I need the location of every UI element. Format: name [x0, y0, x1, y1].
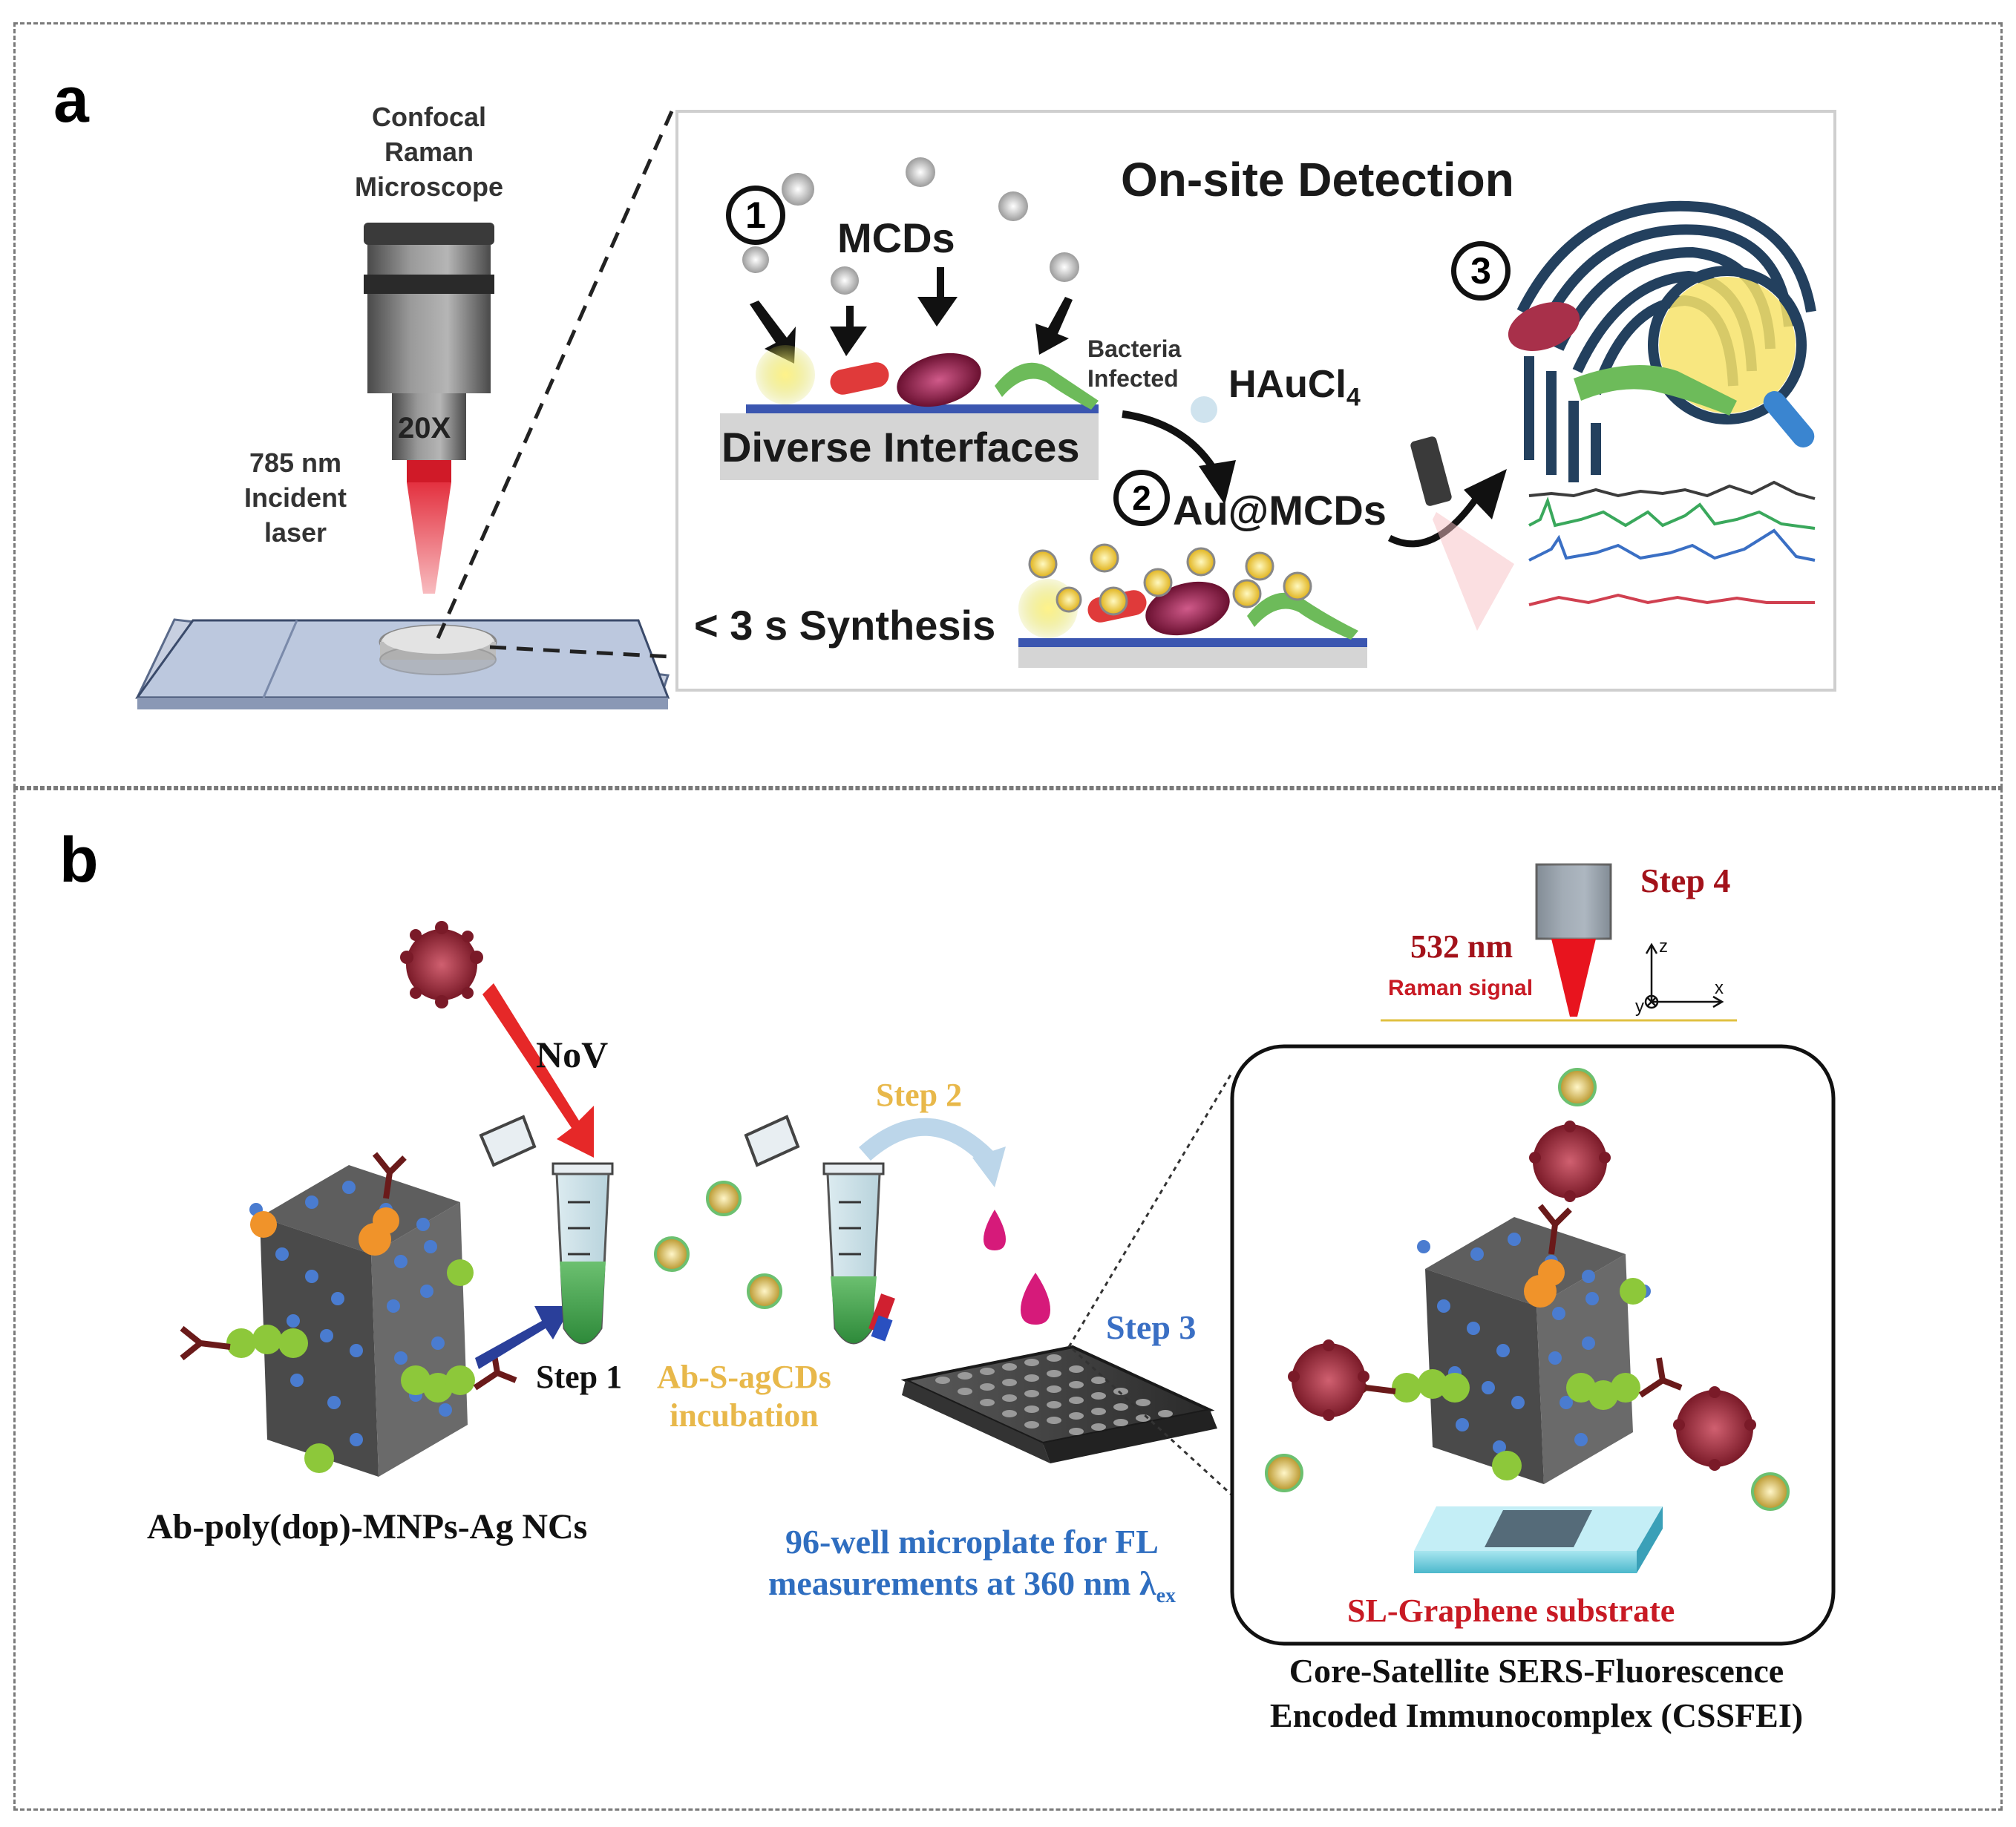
magnetic-cube-left — [180, 1152, 517, 1477]
axis-x-label: x — [1715, 978, 1724, 998]
step3-marker-number: 3 — [1470, 250, 1491, 292]
microscope-title-line: Microscope — [355, 171, 504, 202]
raman-objective-step4 — [1381, 863, 1737, 1022]
incubation-label: Ab-S-agCDs incubation — [657, 1358, 831, 1435]
tube-step1 — [479, 1115, 614, 1345]
step4-label: Step 4 — [1640, 862, 1731, 899]
raman-spectra — [1528, 480, 1816, 606]
step2-label: Step 2 — [876, 1077, 963, 1113]
hauc-text: HAuCl — [1228, 363, 1346, 406]
au-mcd-particles — [1018, 543, 1358, 640]
step1-marker-number: 1 — [745, 194, 766, 236]
ab-s-agcds-satellites — [654, 1181, 782, 1309]
au-mcds-label: Au@MCDs — [1173, 487, 1387, 534]
tube-step2 — [744, 1115, 895, 1345]
microplate-caption-subscript: ex — [1156, 1584, 1176, 1608]
diverse-interfaces-label: Diverse Interfaces — [721, 424, 1080, 470]
hauc-subscript: 4 — [1346, 383, 1361, 412]
synthesis-label: < 3 s Synthesis — [694, 602, 996, 649]
bacteria-label: Bacteria Infected — [1087, 334, 1181, 393]
microplate-caption-text: measurements at 360 nm λ — [768, 1564, 1156, 1602]
panel-a — [13, 22, 2003, 788]
laser-label-line: 785 nm — [249, 447, 342, 478]
microplate-caption-line: measurements at 360 nm λex — [768, 1563, 1176, 1617]
laser-label: 785 nm Incident laser — [236, 445, 355, 550]
microscope-title: Confocal Raman Microscope — [355, 99, 503, 204]
panel-b-label: b — [59, 824, 99, 896]
laser-label-line: Incident — [243, 482, 347, 513]
incubation-label-line: Ab-S-agCDs — [657, 1359, 831, 1395]
coordinate-axes — [1644, 942, 1724, 1009]
raman-signal-label: Raman signal — [1388, 976, 1534, 1000]
laser-label-line: laser — [264, 517, 327, 548]
objective-magnification: 20X — [398, 412, 451, 445]
incubation-label-line: incubation — [670, 1397, 819, 1434]
bacteria-label-line: Infected — [1087, 365, 1179, 392]
cssfei-caption-line: Core-Satellite SERS-Fluorescence — [1289, 1652, 1784, 1690]
captured-noroviruses — [1288, 1121, 1756, 1471]
cssfei-caption-line: Encoded Immunocomplex (CSSFEI) — [1269, 1696, 1804, 1734]
norovirus-particle — [400, 921, 483, 1008]
magnetic-cube-right — [1345, 1204, 1683, 1484]
laser-wavelength: 532 nm — [1410, 928, 1513, 965]
panel-a-label: a — [53, 65, 89, 136]
glass-slide — [135, 618, 670, 709]
microplate-caption: 96-well microplate for FL measurements a… — [768, 1521, 1176, 1617]
step1-marker: 1 — [726, 186, 785, 245]
deposition-arrows — [750, 267, 1073, 364]
nov-label: NoV — [536, 1034, 609, 1075]
microplate-96-well — [900, 1345, 1217, 1463]
microplate-caption-line: 96-well microplate for FL — [785, 1523, 1159, 1561]
cube-caption: Ab-poly(dop)-MNPs-Ag NCs — [147, 1507, 588, 1546]
substrate-label: SL-Graphene substrate — [1347, 1593, 1675, 1629]
step3-marker: 3 — [1451, 241, 1511, 301]
cssfei-inset — [1230, 1044, 1836, 1646]
inset-title: On-site Detection — [1121, 153, 1514, 206]
mcds-label: MCDs — [837, 214, 955, 261]
cssfei-caption: Core-Satellite SERS-Fluorescence Encoded… — [1202, 1649, 1871, 1738]
mcd-particles — [742, 157, 1217, 423]
hauc-label: HAuCl4 — [1228, 362, 1361, 412]
microscope-title-line: Raman — [384, 137, 474, 167]
axis-z-label: z — [1659, 937, 1668, 957]
pathogen-cells — [756, 345, 1099, 410]
bacteria-label-line: Bacteria — [1087, 335, 1182, 362]
satellites-in-complex — [1265, 1068, 1790, 1511]
step2-marker-number: 2 — [1132, 479, 1151, 517]
microscope-objective — [364, 223, 494, 594]
step2-marker: 2 — [1113, 470, 1170, 526]
axis-y-label: y — [1635, 997, 1644, 1017]
panel-b — [13, 788, 2003, 1811]
graphene-substrate — [1414, 1506, 1663, 1573]
microscope-title-line: Confocal — [371, 102, 486, 132]
step1-label: Step 1 — [536, 1359, 623, 1395]
step3-label: Step 3 — [1106, 1308, 1197, 1346]
